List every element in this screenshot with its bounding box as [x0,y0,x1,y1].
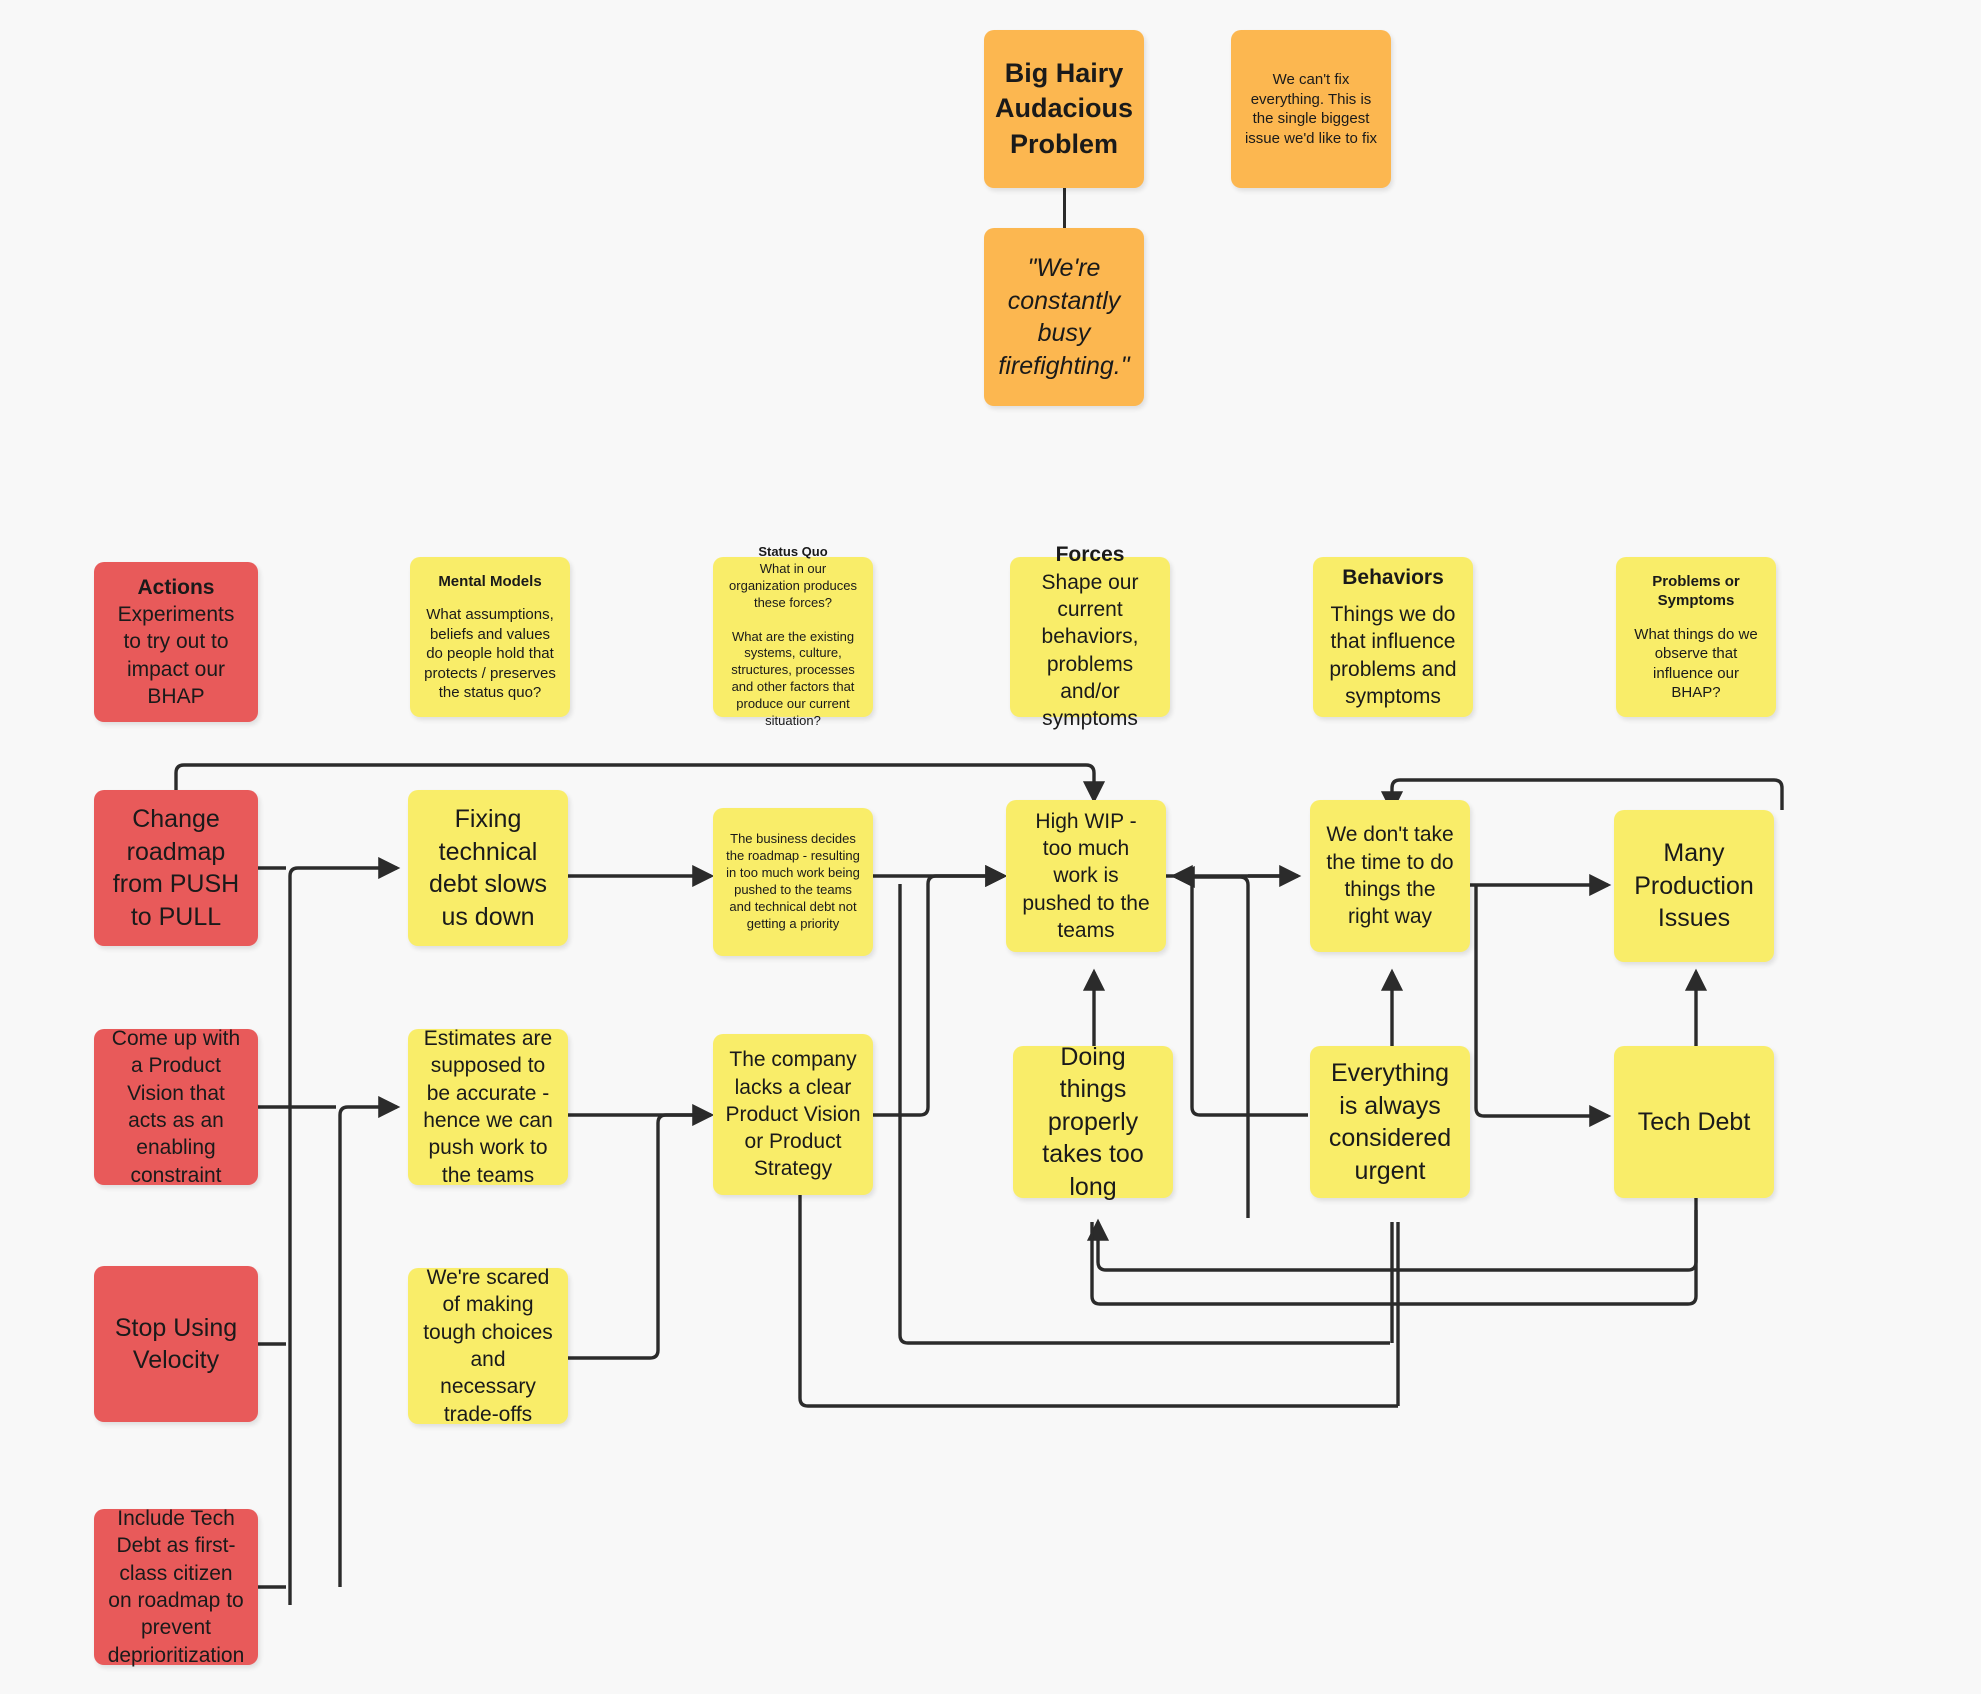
edge-scared-to-lacks [568,1113,711,1360]
legend-behaviors-body: Things we do that influence problems and… [1329,603,1457,708]
node-bhap-quote[interactable]: "We're constantly busy firefighting." [984,228,1144,406]
legend-problems-title: Problems or Symptoms [1652,572,1740,610]
node-fixing-tech-debt[interactable]: Fixing technical debt slows us down [408,790,568,946]
legend-status-quo-body: What in our organization produces these … [729,561,857,729]
legend-actions-title: Actions [137,575,215,599]
node-bhap[interactable]: Big Hairy Audacious Problem [984,30,1144,188]
legend-mental-models-body: What assumptions, beliefs and values do … [424,606,556,701]
bhap-stem [1063,188,1067,228]
node-doing-properly[interactable]: Doing things properly takes too long [1013,1043,1173,1201]
edge-vision-to-estimates [338,1095,401,1587]
legend-problems-body: What things do we observe that influence… [1634,625,1758,702]
edge-loop-top-highwip [174,763,1106,804]
node-many-production-issues[interactable]: Many Production Issues [1614,810,1774,962]
node-high-wip[interactable]: High WIP - too much work is pushed to th… [1006,800,1166,952]
legend-status-quo[interactable]: Status Quo What in our organization prod… [713,544,873,728]
legend-forces-title: Forces [1055,543,1125,567]
node-change-roadmap[interactable]: Change roadmap from PUSH to PULL [94,790,258,946]
edge-urgent-to-highwip [1170,864,1308,1117]
edge-change-roadmap-to-fixing [288,856,401,1605]
node-stop-using-velocity[interactable]: Stop Using Velocity [94,1266,258,1422]
legend-behaviors[interactable]: Behaviors Things we do that influence pr… [1313,557,1473,717]
legend-mental-models-title: Mental Models [438,572,542,590]
node-business-decides[interactable]: The business decides the roadmap - resul… [713,808,873,956]
legend-status-quo-title: Status Quo [758,544,828,560]
node-tech-debt[interactable]: Tech Debt [1614,1046,1774,1198]
node-scared-tradeoffs[interactable]: We're scared of making tough choices and… [408,1266,568,1426]
edge-production-to-highwip-loop [1172,865,1250,1218]
node-lacks-vision[interactable]: The company lacks a clear Product Vision… [713,1034,873,1195]
legend-behaviors-title: Behaviors [1342,565,1444,589]
edge-lacks-to-highwip [862,864,1008,1117]
node-dont-take-time[interactable]: We don't take the time to do things the … [1310,800,1470,952]
node-estimates-accurate[interactable]: Estimates are supposed to be accurate - … [408,1027,568,1187]
legend-mental-models[interactable]: Mental Models What assumptions, beliefs … [410,557,570,717]
node-product-vision-action[interactable]: Come up with a Product Vision that acts … [94,1027,258,1187]
legend-forces-body: Shape our current behaviors, problems an… [1041,570,1139,731]
edge-donttake-to-techdebt [1474,885,1612,1128]
edge-lacksvision-bottom-loop [798,1195,1398,1408]
legend-problems-symptoms[interactable]: Problems or Symptoms What things do we o… [1616,557,1776,717]
legend-actions[interactable]: Actions Experiments to try out to impact… [94,562,258,722]
legend-forces[interactable]: Forces Shape our current behaviors, prob… [1010,543,1170,730]
node-bhap-note[interactable]: We can't fix everything. This is the sin… [1231,30,1391,188]
node-include-tech-debt[interactable]: Include Tech Debt as first-class citizen… [94,1507,258,1667]
edge-techdebt-to-urgent [1086,1198,1698,1272]
legend-actions-body: Experiments to try out to impact our BHA… [117,603,235,708]
node-everything-urgent[interactable]: Everything is always considered urgent [1310,1046,1470,1198]
edge-bottom-to-doingproperly [1090,1210,1698,1306]
